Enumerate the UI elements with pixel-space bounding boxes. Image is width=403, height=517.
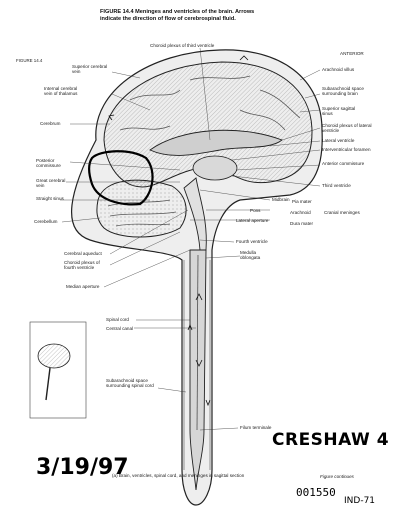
handwritten-name: CRESHAW 4 <box>272 430 390 450</box>
label-pons: Pons <box>250 208 261 213</box>
label-lateral-ventricle: Lateral ventricle <box>322 138 355 143</box>
label-choroid-plexus-third: Choroid plexus of third ventricle <box>150 43 215 48</box>
label-arachnoid-villus: Arachnoid villus <box>322 67 355 72</box>
label-pia-mater: Pia mater <box>292 199 312 204</box>
label-subarachnoid-space-cord: Subarachnoid space surrounding spinal co… <box>106 378 154 389</box>
label-cerebral-aqueduct: Cerebral aqueduct <box>64 251 102 256</box>
inset-frame <box>29 321 87 419</box>
central-canal-line <box>196 254 199 431</box>
label-great-cerebral-vein: Great cerebral vein <box>36 178 66 189</box>
label-cerebrum: Cerebrum <box>40 121 61 126</box>
caption-line-1: FIGURE 14.4 Meninges and ventricles of t… <box>100 9 255 15</box>
panel-caption: (a) Brain, ventricles, spinal cord, and … <box>112 473 245 478</box>
thalamus-shape <box>192 155 238 181</box>
label-posterior-commissure: Posterior commissure <box>36 158 61 169</box>
label-choroid-plexus-fourth: Choroid plexus of fourth ventricle <box>64 260 100 271</box>
specimen-number: 001550 <box>296 486 336 499</box>
handwritten-code: IND-71 <box>344 496 376 506</box>
cerebellum-folia <box>107 199 177 227</box>
figure-continues-note: Figure continues <box>320 474 354 479</box>
figure-caption: FIGURE 14.4 Meninges and ventricles of t… <box>100 9 340 22</box>
leader-lines <box>60 47 321 431</box>
label-subarachnoid-space-brain: Subarachnoid space surrounding brain <box>322 86 364 97</box>
label-median-aperture: Median aperture <box>66 284 100 289</box>
handwritten-date: 3/19/97 <box>36 455 129 480</box>
label-anterior: ANTERIOR <box>340 51 364 56</box>
label-medulla-oblongata: Medulla oblongata <box>240 250 261 261</box>
label-cerebellum: Cerebellum <box>34 219 58 224</box>
label-internal-cerebral-vein: Internal cerebral vein of thalamus <box>44 86 78 97</box>
label-choroid-plexus-lateral: Choroid plexus of lateral ventricle <box>322 123 372 134</box>
label-cranial-meninges: Cranial meninges <box>324 210 360 215</box>
label-anterior-commissure: Anterior commissure <box>322 161 365 166</box>
label-spinal-cord: Spinal cord <box>106 317 129 322</box>
label-straight-sinus: Straight sinus <box>36 196 64 201</box>
label-midbrain: Midbrain <box>272 197 290 202</box>
inset-cord <box>45 367 51 401</box>
caption-line-2: indicate the direction of flow of cerebr… <box>100 15 236 22</box>
label-superior-cerebral-vein: Superior cerebral vein <box>72 64 108 75</box>
label-filum-terminale: Filum terminale <box>240 425 272 430</box>
marker-loop <box>87 150 154 206</box>
label-superior-sagittal-sinus: Superior sagittal sinus <box>322 106 356 117</box>
label-fourth-ventricle: Fourth ventricle <box>236 239 268 244</box>
label-interventricular-foramen: Interventricular foramen <box>322 147 371 152</box>
label-arachnoid: Arachnoid <box>290 210 311 215</box>
cerebellum-shape <box>96 179 187 238</box>
inset-brain <box>37 343 71 369</box>
gyri-lines <box>119 75 301 131</box>
top-left-code: FIGURE 14.4 <box>16 58 43 63</box>
lateral-ventricle-shape <box>149 129 283 156</box>
csf-flow-arrows <box>108 55 249 407</box>
label-central-canal: Central canal <box>106 326 134 331</box>
label-lateral-aperture: Lateral aperture <box>236 218 269 223</box>
label-dura-mater: Dura mater <box>290 221 313 226</box>
label-third-ventricle: Third ventricle <box>322 183 351 188</box>
